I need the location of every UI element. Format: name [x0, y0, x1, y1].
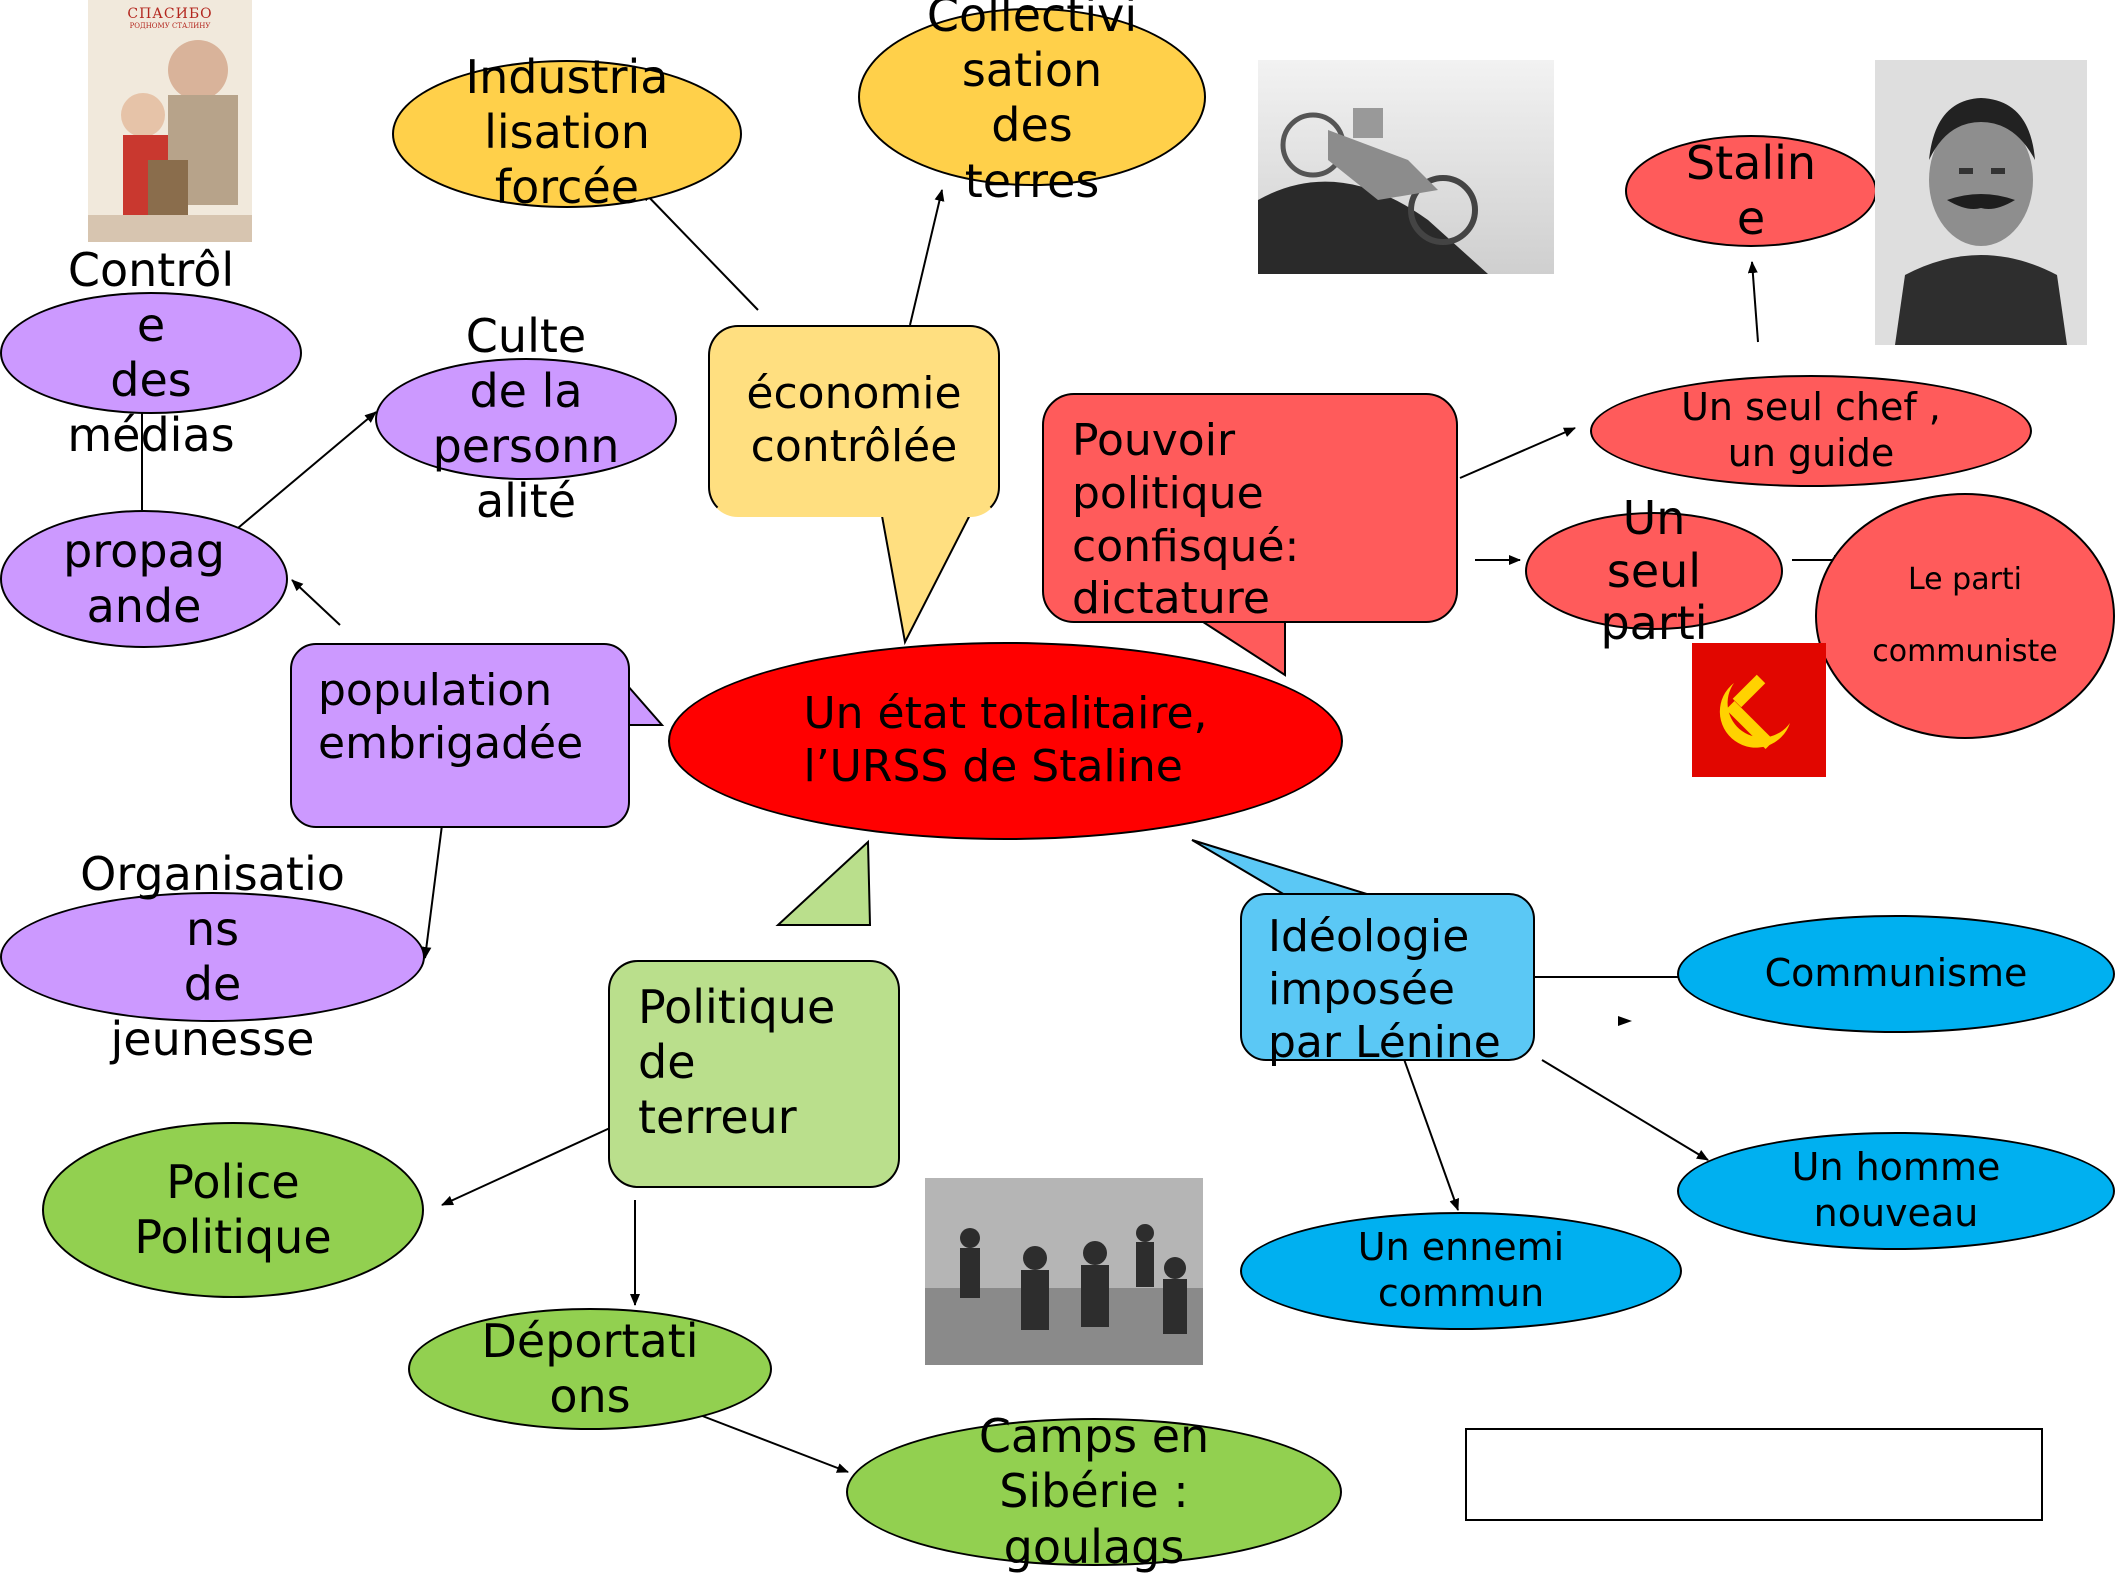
- cult-label: Culte de la personn alité: [432, 308, 620, 529]
- politics-title: Pouvoir politique confisqué: dictature: [1072, 415, 1300, 625]
- terror-callout[interactable]: Politique de terreur: [608, 960, 900, 1188]
- callout-tail-terror: [775, 839, 872, 926]
- new-man-node[interactable]: Un homme nouveau: [1677, 1132, 2115, 1250]
- link-deportations-camps: [691, 1411, 849, 1473]
- tractor-photo-image: [1258, 60, 1554, 274]
- industrialisation-node[interactable]: Industria lisation forcée: [392, 50, 742, 214]
- enemy-label: Un ennemi commun: [1357, 1225, 1565, 1315]
- link-ideology-new-man: [1541, 1059, 1709, 1161]
- propaganda-label: propag ande: [63, 523, 225, 633]
- police-node[interactable]: Police Politique: [42, 1122, 424, 1298]
- center-title: Un état totalitaire, l’URSS de Staline: [803, 688, 1208, 792]
- one-party-node[interactable]: Un seul parti: [1525, 491, 1783, 650]
- population-callout[interactable]: population embrigadée: [290, 643, 630, 828]
- enemy-node[interactable]: Un ennemi commun: [1240, 1212, 1682, 1330]
- link-population-propaganda: [291, 579, 341, 626]
- politics-callout[interactable]: Pouvoir politique confisqué: dictature: [1042, 393, 1458, 625]
- media-control-node[interactable]: Contrôl e des médias: [0, 243, 302, 462]
- communism-label: Communisme: [1764, 951, 2028, 996]
- empty-text-box[interactable]: [1465, 1428, 2043, 1521]
- deportations-label: Déportati ons: [481, 1313, 699, 1423]
- media-control-label: Contrôl e des médias: [67, 242, 235, 463]
- gulag-photo-image: [925, 1178, 1203, 1365]
- youth-node[interactable]: Organisatio ns de jeunesse: [0, 847, 425, 1066]
- youth-label: Organisatio ns de jeunesse: [80, 846, 345, 1067]
- hammer-sickle-flag-image: [1692, 643, 1826, 777]
- center-node[interactable]: Un état totalitaire, l’URSS de Staline: [668, 642, 1343, 840]
- link-politics-leader: [1459, 427, 1576, 479]
- population-title: population embrigadée: [318, 665, 584, 769]
- ideology-callout[interactable]: Idéologie imposée par Lénine: [1240, 893, 1535, 1068]
- small-arrowhead: [1618, 1016, 1632, 1026]
- poster-subtitle: РОДНОМУ СТАЛИНУ: [129, 22, 211, 30]
- new-man-label: Un homme nouveau: [1791, 1145, 2001, 1235]
- link-leader-stalin: [1747, 261, 1759, 343]
- deportations-node[interactable]: Déportati ons: [408, 1308, 772, 1430]
- camps-node[interactable]: Camps en Sibérie : goulags: [846, 1409, 1342, 1574]
- cult-node[interactable]: Culte de la personn alité: [375, 309, 677, 528]
- leader-node[interactable]: Un seul chef , un guide: [1590, 375, 2032, 487]
- terror-title: Politique de terreur: [638, 980, 836, 1145]
- stalin-portrait-image: [1875, 60, 2087, 345]
- collectivisation-label: Collectivi sation des terres: [926, 0, 1138, 208]
- economy-callout[interactable]: économie contrôlée: [708, 325, 1000, 517]
- poster-title: СПАСИБО: [127, 6, 213, 22]
- ideology-title: Idéologie imposée par Lénine: [1268, 911, 1501, 1068]
- camps-label: Camps en Sibérie : goulags: [978, 1409, 1210, 1574]
- callout-tail-population: [626, 682, 665, 726]
- one-party-label: Un seul parti: [1600, 490, 1708, 651]
- callout-tail-economy: [878, 504, 977, 646]
- collectivisation-node[interactable]: Collectivi sation des terres: [858, 0, 1206, 208]
- stalin-node[interactable]: Stalin e: [1625, 135, 1877, 247]
- stalin-label: Stalin e: [1685, 135, 1817, 245]
- link-economy-industrialisation: [641, 189, 759, 311]
- stalin-poster-image: СПАСИБО РОДНОМУ СТАЛИНУ: [88, 0, 252, 242]
- link-terror-police: [441, 1127, 611, 1206]
- communism-node[interactable]: Communisme: [1677, 915, 2115, 1033]
- leader-label: Un seul chef , un guide: [1681, 385, 1941, 475]
- callout-tail-ideology: [1191, 839, 1371, 896]
- economy-title: économie contrôlée: [746, 368, 962, 472]
- propaganda-node[interactable]: propag ande: [0, 510, 288, 648]
- industrialisation-label: Industria lisation forcée: [465, 50, 669, 215]
- link-propaganda-cult: [237, 411, 377, 529]
- link-economy-collectivisation: [909, 189, 945, 326]
- communist-party-node[interactable]: Le parti communiste: [1815, 493, 2115, 739]
- police-label: Police Politique: [134, 1154, 332, 1264]
- link-population-youth: [421, 824, 443, 959]
- communist-party-label: Le parti communiste: [1872, 562, 2058, 669]
